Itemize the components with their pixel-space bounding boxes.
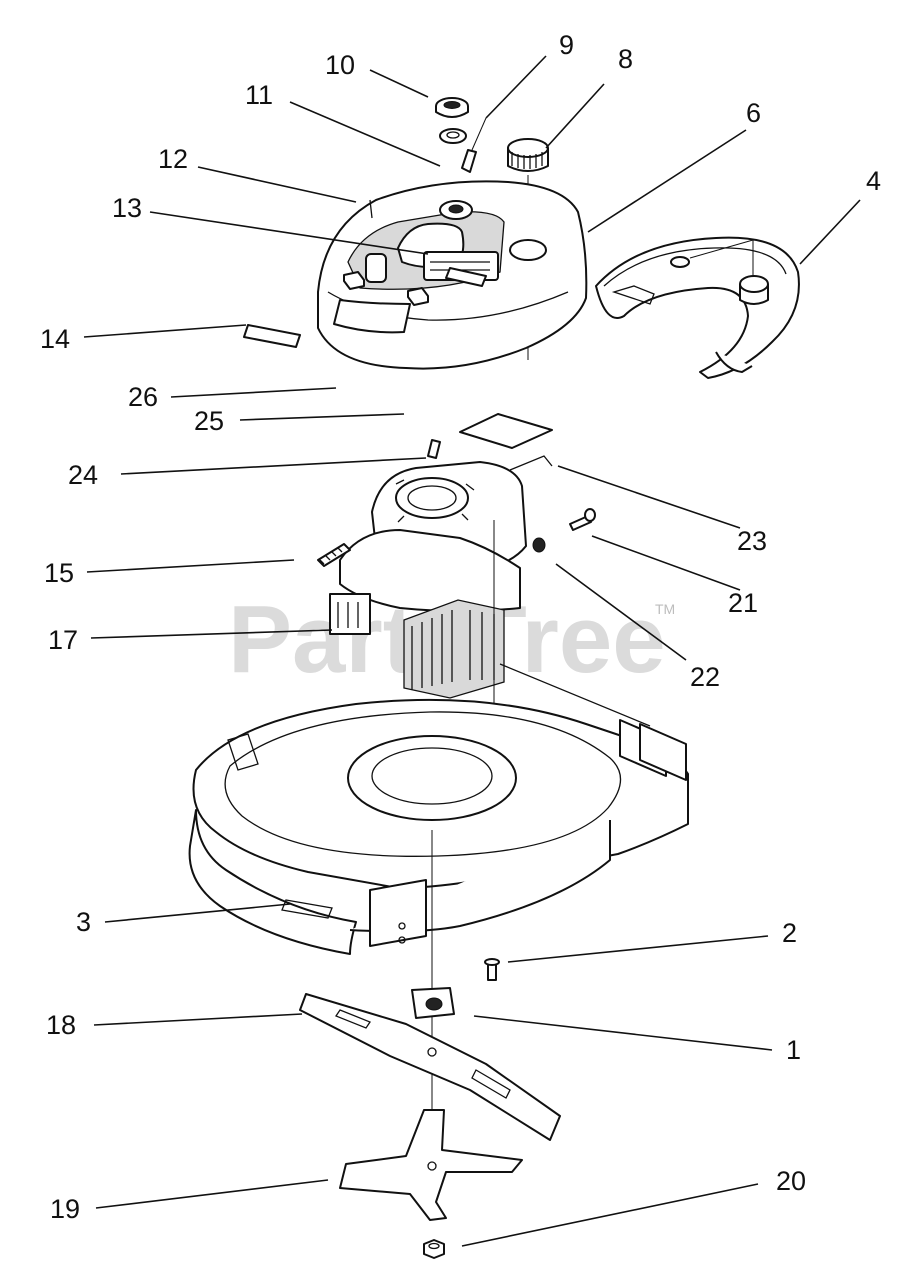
- part-23-filter: [459, 413, 553, 471]
- callout-12: 12: [158, 144, 188, 174]
- callouts: 10 9 8 11 6 12 4 13 14 26 25 24 23 21 15…: [40, 30, 881, 1224]
- callout-1: 1: [786, 1035, 801, 1065]
- callout-18: 18: [46, 1010, 76, 1040]
- callout-20: 20: [776, 1166, 806, 1196]
- part-26-block: [343, 271, 365, 290]
- part-10-cap: [435, 97, 469, 118]
- part-12-screw: [369, 199, 373, 219]
- part-8-knob: [507, 138, 549, 360]
- part-1-adapter-plate: [411, 987, 455, 1019]
- part-9-pin: [461, 117, 487, 173]
- part-25-block: [407, 287, 429, 306]
- shroud-tab: [445, 267, 487, 287]
- callout-4: 4: [866, 166, 881, 196]
- callout-2: 2: [782, 918, 797, 948]
- callout-13: 13: [112, 193, 142, 223]
- callout-11: 11: [245, 80, 273, 110]
- leader-lines: [83, 55, 861, 1247]
- callout-26: 26: [128, 382, 158, 412]
- watermark-trademark: TM: [655, 601, 675, 617]
- callout-15: 15: [44, 558, 74, 588]
- callout-25: 25: [194, 406, 224, 436]
- callout-8: 8: [618, 44, 633, 74]
- part-14-decal: [243, 324, 301, 348]
- callout-21: 21: [728, 588, 758, 618]
- part-19-blade-adapter: [339, 1109, 523, 1221]
- part-3-deck: [188, 698, 689, 1150]
- callout-3: 3: [76, 907, 91, 937]
- part-11-washer: [439, 128, 467, 144]
- part-2-bolt: [484, 958, 500, 981]
- part-18-blade: [299, 993, 561, 1141]
- part-20-nut: [423, 1239, 445, 1259]
- part-4-fuel-tank: [595, 236, 800, 379]
- part-21-bolt: [569, 508, 596, 531]
- callout-17: 17: [48, 625, 78, 655]
- callout-24: 24: [68, 460, 98, 490]
- callout-14: 14: [40, 324, 70, 354]
- engine: [317, 439, 651, 780]
- callout-23: 23: [737, 526, 767, 556]
- callout-19: 19: [50, 1194, 80, 1224]
- callout-9: 9: [559, 30, 574, 60]
- callout-10: 10: [325, 50, 355, 80]
- callout-6: 6: [746, 98, 761, 128]
- callout-22: 22: [690, 662, 720, 692]
- part-22-nut: [532, 537, 546, 553]
